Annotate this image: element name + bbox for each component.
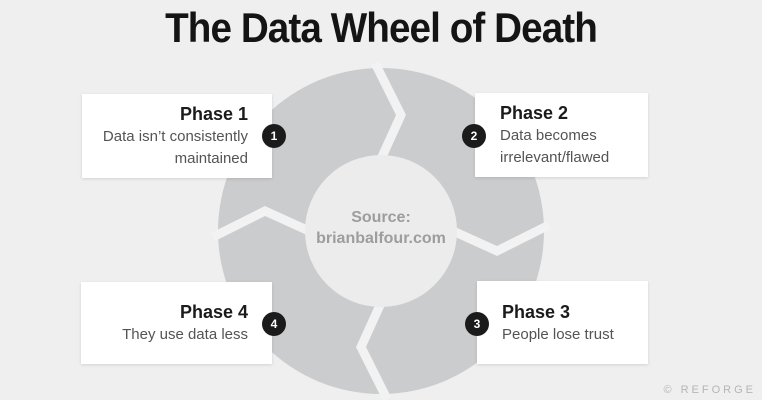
- wheel-arrow-gap-top: [370, 61, 406, 161]
- cycle-wheel: [211, 61, 551, 400]
- source-label-line1: Source:: [351, 209, 411, 226]
- phase-4-number-badge: 4: [262, 312, 286, 336]
- phase-card-1: Phase 1 Data isn’t consistently maintain…: [82, 94, 272, 178]
- phase-4-title: Phase 4: [179, 302, 248, 322]
- phase-card-4: Phase 4 They use data less: [81, 282, 272, 364]
- phase-1-description: Data isn’t consistently maintained: [102, 128, 248, 167]
- wheel-hub: [305, 155, 457, 307]
- wheel-arrow-gap-bottom: [356, 301, 392, 400]
- source-label: Source: brianbalfour.com: [281, 207, 481, 249]
- phase-3-number-badge: 3: [465, 312, 489, 336]
- phase-card-3: Phase 3 People lose trust: [477, 281, 648, 364]
- wheel-arrow-gap-right: [451, 220, 551, 256]
- phase-3-title: Phase 3: [502, 301, 571, 322]
- phase-2-title: Phase 2: [500, 103, 569, 123]
- wheel-arrow-gap-left: [211, 206, 311, 242]
- source-label-line2: brianbalfour.com: [316, 230, 446, 247]
- copyright-credit: © REFORGE: [663, 384, 756, 396]
- phase-2-number-badge: 2: [462, 124, 486, 148]
- phase-1-number-badge: 1: [262, 124, 286, 148]
- phase-card-2: Phase 2 Data becomes irrelevant/flawed: [475, 93, 648, 177]
- phase-1-title: Phase 1: [179, 104, 248, 124]
- phase-4-description: They use data less: [122, 326, 248, 343]
- page-title: The Data Wheel of Death: [165, 4, 598, 51]
- phase-3-description: People lose trust: [502, 325, 614, 343]
- phase-2-description: Data becomes irrelevant/flawed: [500, 127, 610, 166]
